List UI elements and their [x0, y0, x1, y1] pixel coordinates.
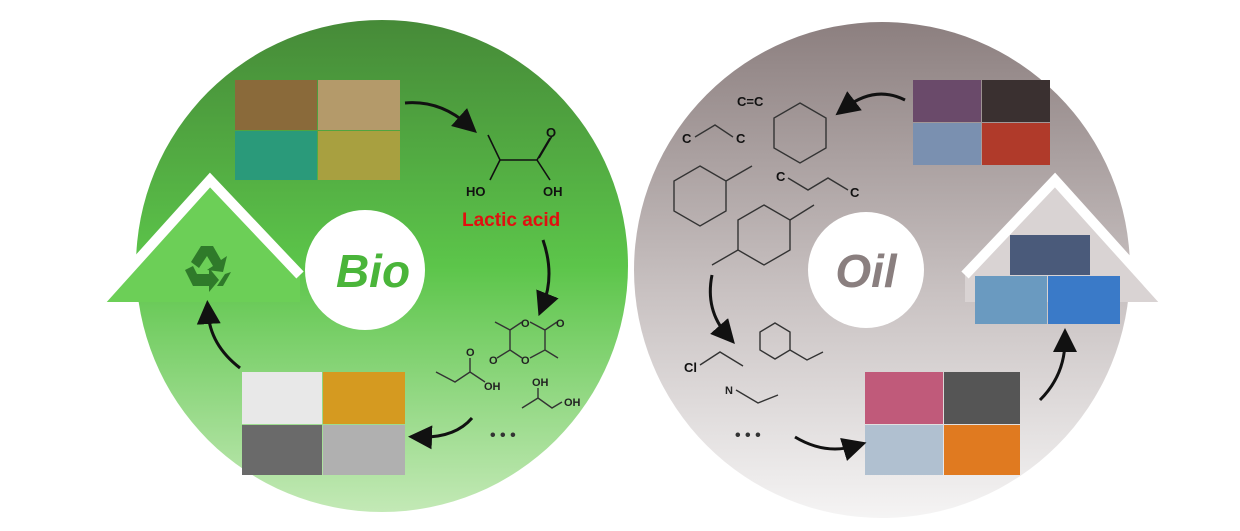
bioplastic-product-photos	[242, 372, 405, 475]
photo-corn	[318, 131, 400, 180]
photo-oil-pumps	[913, 80, 981, 122]
photo-bottle-waste	[1048, 276, 1120, 324]
atom-c: C	[776, 169, 786, 184]
atom-c: C	[850, 185, 860, 200]
ethylene-molecule: C=C	[737, 94, 764, 109]
atom-c: C	[682, 131, 692, 146]
photo-straw	[318, 80, 400, 130]
bio-cycle: Bio O HO OH	[96, 20, 628, 512]
photo-fibers	[323, 425, 405, 475]
atom-oh: OH	[484, 381, 501, 393]
arrow-products-to-recycle	[196, 300, 241, 370]
propylene-molecule: C C	[682, 124, 746, 146]
photo-cutlery	[242, 425, 322, 475]
oil-ellipsis: • • •	[735, 427, 761, 444]
atom-o: O	[489, 355, 498, 367]
atom-oh: OH	[532, 377, 549, 389]
benzene-molecule	[773, 102, 827, 164]
atom-ho: HO	[466, 184, 486, 199]
oil-center-circle	[808, 212, 924, 328]
oil-arrow-outline	[961, 172, 1169, 306]
photo-seaweed	[235, 131, 317, 180]
plastic-product-photos	[865, 372, 1020, 475]
photo-pellets	[865, 425, 943, 475]
petroleum-photos	[913, 80, 1050, 165]
biomass-photos	[235, 80, 400, 180]
recycle-icon	[185, 246, 231, 292]
photo-crops	[235, 80, 317, 130]
atom-o: O	[546, 125, 556, 140]
photo-bottles	[323, 372, 405, 424]
arrow-monomers-to-polymers	[708, 274, 735, 345]
arrow-oil-to-monomers	[835, 91, 906, 116]
photo-colored-plastic	[944, 425, 1020, 475]
photo-pipes	[944, 372, 1020, 424]
oil-cycle: Oil C=C C C C C	[634, 22, 1169, 518]
atom-n: N	[725, 385, 733, 397]
atom-c: C	[736, 131, 746, 146]
bio-ellipsis: • • •	[490, 427, 516, 444]
atom-oh: OH	[543, 184, 563, 199]
butadiene-molecule: C C	[776, 169, 860, 200]
photo-oil-barrels	[982, 123, 1050, 165]
photo-crude-oil	[982, 80, 1050, 122]
bio-arrow-outline	[96, 172, 304, 306]
photo-ocean-waste	[1010, 235, 1090, 275]
xylene-molecule	[711, 204, 815, 266]
atom-oh: OH	[564, 397, 581, 409]
photo-film-roll	[242, 372, 322, 424]
lactic-acid-molecule: O HO OH	[466, 125, 563, 199]
atom-cl: Cl	[684, 360, 697, 375]
atom-o: O	[466, 347, 475, 359]
vinyl-chloride-molecule: Cl	[684, 351, 744, 375]
atom-o: O	[521, 355, 530, 367]
arrow-biomass-to-lactic	[404, 101, 477, 133]
oil-label: Oil	[835, 245, 898, 297]
arrow-to-plastic-products	[794, 435, 867, 461]
acrylonitrile-molecule: N	[725, 385, 779, 404]
propanediol-molecule: OH OH	[521, 377, 581, 409]
arrow-lactic-to-chemicals	[536, 239, 559, 317]
plastic-waste-photos	[975, 235, 1120, 324]
photo-plastic-items	[865, 372, 943, 424]
photo-refinery	[913, 123, 981, 165]
atom-o: O	[556, 318, 565, 330]
bio-label: Bio	[336, 245, 410, 297]
photo-plastic-pile	[975, 276, 1047, 324]
bio-center-circle	[305, 210, 425, 330]
toluene-molecule	[673, 165, 753, 227]
arrow-chemicals-to-products	[408, 416, 474, 450]
styrene-molecule	[759, 322, 824, 361]
lactide-molecule: O O O O	[489, 318, 565, 367]
lactic-acid-label: Lactic acid	[462, 210, 560, 231]
arrow-to-plastic-waste	[1038, 328, 1077, 402]
acrylic-acid-molecule: O OH	[435, 347, 501, 393]
bio-arrow-head	[100, 180, 300, 302]
atom-o: O	[521, 318, 530, 330]
